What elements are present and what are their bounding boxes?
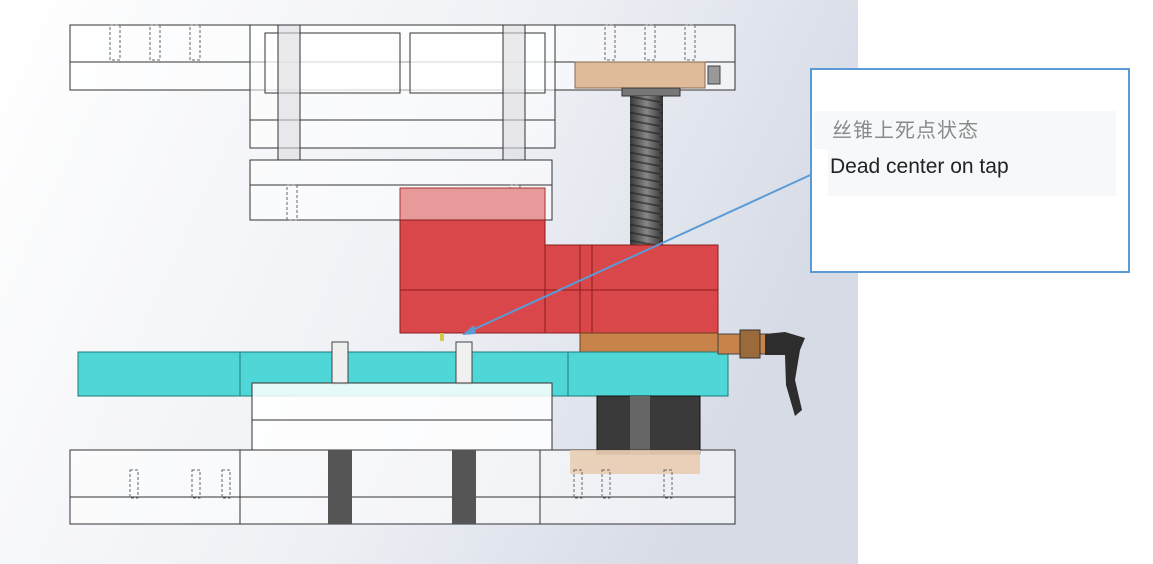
callout-title-english: Dead center on tap (828, 149, 1116, 196)
guide-pin (331, 341, 349, 385)
callout-arrowhead (462, 325, 476, 335)
tan-block (574, 61, 706, 89)
callout-title-chinese: 丝锥上死点状态 (814, 111, 1116, 149)
brown-plate (579, 332, 719, 353)
callout-leader-line (467, 165, 831, 333)
tapping-head (399, 219, 546, 334)
callout-box: 丝锥上死点状态 Dead center on tap (810, 68, 1130, 273)
guide-pin (455, 341, 473, 385)
lower-block (251, 382, 553, 451)
